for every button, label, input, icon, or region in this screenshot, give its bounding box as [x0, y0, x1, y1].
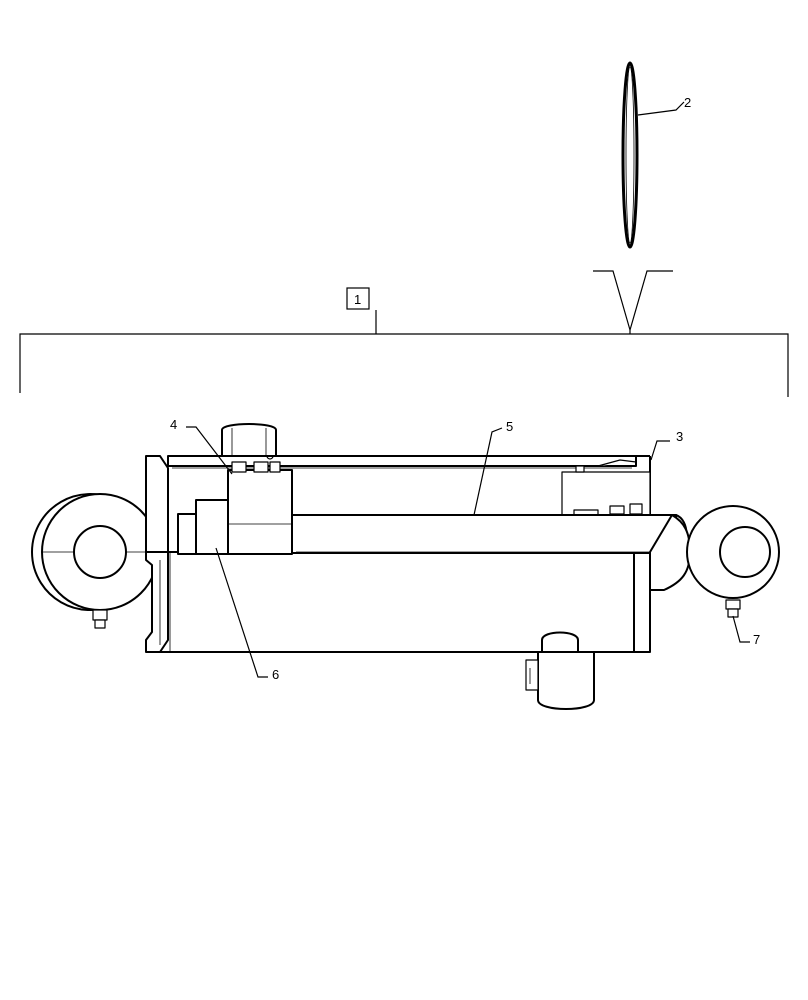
base-end-cap: [145, 455, 169, 653]
callout-7[interactable]: 7: [753, 632, 760, 647]
rod-clevis-eye: [649, 505, 780, 618]
bottom-port-fitting: [525, 631, 595, 710]
assembly-bracket: [19, 310, 789, 397]
rod-gland: [561, 465, 651, 516]
leader-line-2: [637, 101, 685, 116]
callout-4[interactable]: 4: [170, 417, 177, 432]
callout-6[interactable]: 6: [272, 667, 279, 682]
callout-2[interactable]: 2: [684, 95, 691, 110]
callout-box-1: [346, 287, 370, 310]
base-clevis-eye: [31, 493, 159, 629]
leader-line-7: [732, 615, 750, 643]
piston-assembly: [177, 452, 293, 555]
o-ring-part: [621, 61, 639, 249]
leader-line-3: [650, 440, 670, 461]
leader-line-5: [473, 427, 503, 516]
callout-3[interactable]: 3: [676, 429, 683, 444]
callout-5[interactable]: 5: [506, 419, 513, 434]
leader-line-4: [186, 426, 233, 475]
leader-line-6: [215, 547, 268, 678]
callout-1[interactable]: 1: [354, 292, 361, 307]
install-pointer: [593, 270, 673, 333]
top-port-fitting: [221, 423, 277, 457]
piston-rod: [291, 514, 688, 554]
